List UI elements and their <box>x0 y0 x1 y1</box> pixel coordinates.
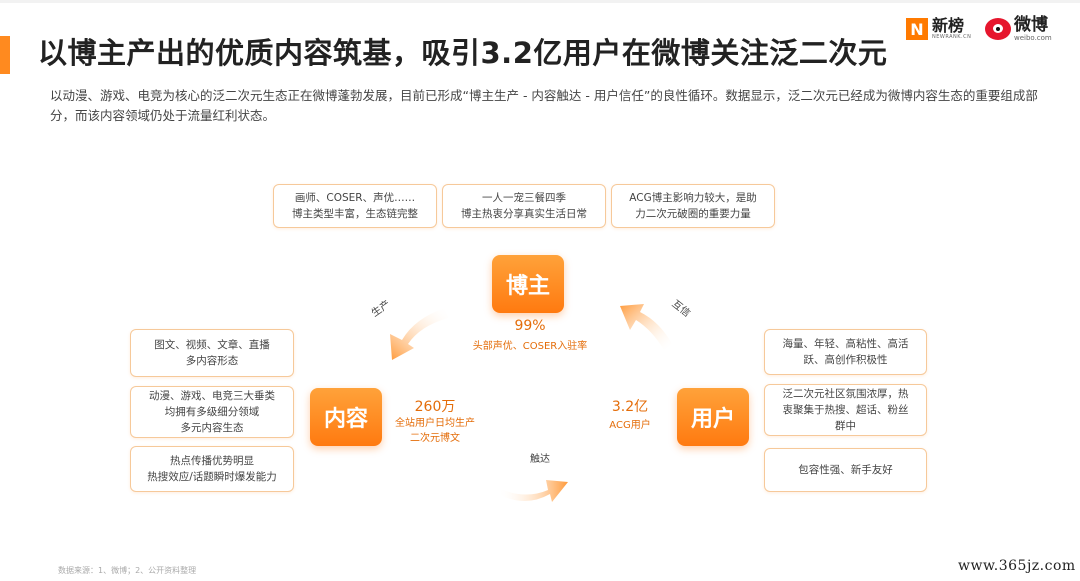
right-card-line: 海量、年轻、高粘性、高活 <box>782 338 909 350</box>
reach-label: 触达 <box>530 454 550 465</box>
top-card-line: 博主类型丰富，生态链完整 <box>292 208 418 220</box>
top-card-acg-influence: ACG博主影响力较大，是助 力二次元破圈的重要力量 <box>611 184 775 228</box>
xinbang-logo-sub: NEWRANK.CN <box>932 34 972 40</box>
top-card-line: ACG博主影响力较大，是助 <box>629 192 757 204</box>
right-card-community: 泛二次元社区氛围浓厚，热 衷聚集于热搜、超话、粉丝 群中 <box>764 384 927 436</box>
title-accent-bar <box>0 36 10 74</box>
content-stat-desc-line1: 全站用户日均生产 <box>395 418 475 429</box>
top-card-line: 一人一宠三餐四季 <box>482 192 566 204</box>
left-card-line: 均拥有多级细分领域 <box>164 406 260 418</box>
right-card-line: 衷聚集于热搜、超话、粉丝 <box>782 404 909 416</box>
content-stat-desc-line2: 二次元博文 <box>410 433 460 444</box>
left-card-line: 图文、视频、文章、直播 <box>154 339 270 351</box>
left-card-line: 动漫、游戏、电竞三大垂类 <box>149 390 275 402</box>
produce-arrow <box>390 308 448 360</box>
node-user: 用户 <box>677 388 749 446</box>
trust-arrow <box>620 304 672 350</box>
left-card-line: 多元内容生态 <box>180 422 244 434</box>
node-blogger: 博主 <box>492 255 564 313</box>
blogger-stat-value: 99% <box>514 318 546 334</box>
left-card-content-forms: 图文、视频、文章、直播 多内容形态 <box>130 329 294 377</box>
xinbang-logo-name: 新榜 <box>932 16 965 35</box>
top-card-blogger-types: 画师、COSER、声优…… 博主类型丰富，生态链完整 <box>273 184 437 228</box>
left-card-line: 多内容形态 <box>185 355 239 367</box>
weibo-logo-name: 微博 <box>1014 15 1048 35</box>
xinbang-logo-icon: N <box>906 18 928 40</box>
left-card-line: 热搜效应/话题瞬时爆发能力 <box>147 471 277 483</box>
right-card-inclusive: 包容性强、新手友好 <box>764 448 927 492</box>
watermark: www.365jz.com <box>958 558 1076 574</box>
right-card-line: 群中 <box>835 420 856 432</box>
top-card-daily-life: 一人一宠三餐四季 博主热衷分享真实生活日常 <box>442 184 606 228</box>
content-stat-value: 260万 <box>414 399 456 415</box>
data-source-note: 数据来源：1、微博；2、公开资料整理 <box>58 566 197 575</box>
right-card-line: 跃、高创作积极性 <box>803 354 888 366</box>
left-card-verticals: 动漫、游戏、电竞三大垂类 均拥有多级细分领域 多元内容生态 <box>130 386 294 438</box>
xinbang-logo: N 新榜 NEWRANK.CN <box>906 18 971 40</box>
left-card-hot-spread: 热点传播优势明显 热搜效应/话题瞬时爆发能力 <box>130 446 294 492</box>
top-card-line: 力二次元破圈的重要力量 <box>635 208 751 220</box>
right-card-line: 包容性强、新手友好 <box>798 464 893 476</box>
reach-arrow <box>498 480 568 502</box>
user-stat-value: 3.2亿 <box>611 399 649 415</box>
weibo-logo-sub: weibo.com <box>1014 34 1052 42</box>
left-card-line: 热点传播优势明显 <box>170 455 254 467</box>
top-card-line: 博主热衷分享真实生活日常 <box>461 208 587 220</box>
page-subtitle: 以动漫、游戏、电竞为核心的泛二次元生态正在微博蓬勃发展，目前已形成“博主生产 -… <box>50 88 1038 123</box>
user-stat-desc: ACG用户 <box>609 420 651 431</box>
weibo-logo: 微博 weibo.com <box>985 16 1052 42</box>
right-card-user-traits: 海量、年轻、高粘性、高活 跃、高创作积极性 <box>764 329 927 375</box>
right-card-line: 泛二次元社区氛围浓厚，热 <box>782 388 909 400</box>
top-rule <box>0 0 1080 3</box>
top-card-line: 画师、COSER、声优…… <box>294 192 416 204</box>
node-content: 内容 <box>310 388 382 446</box>
weibo-eye-icon <box>985 18 1011 40</box>
page-title: 以博主产出的优质内容筑基，吸引3.2亿用户在微博关注泛二次元 <box>38 36 888 70</box>
blogger-stat-desc: 头部声优、COSER入驻率 <box>472 341 588 352</box>
